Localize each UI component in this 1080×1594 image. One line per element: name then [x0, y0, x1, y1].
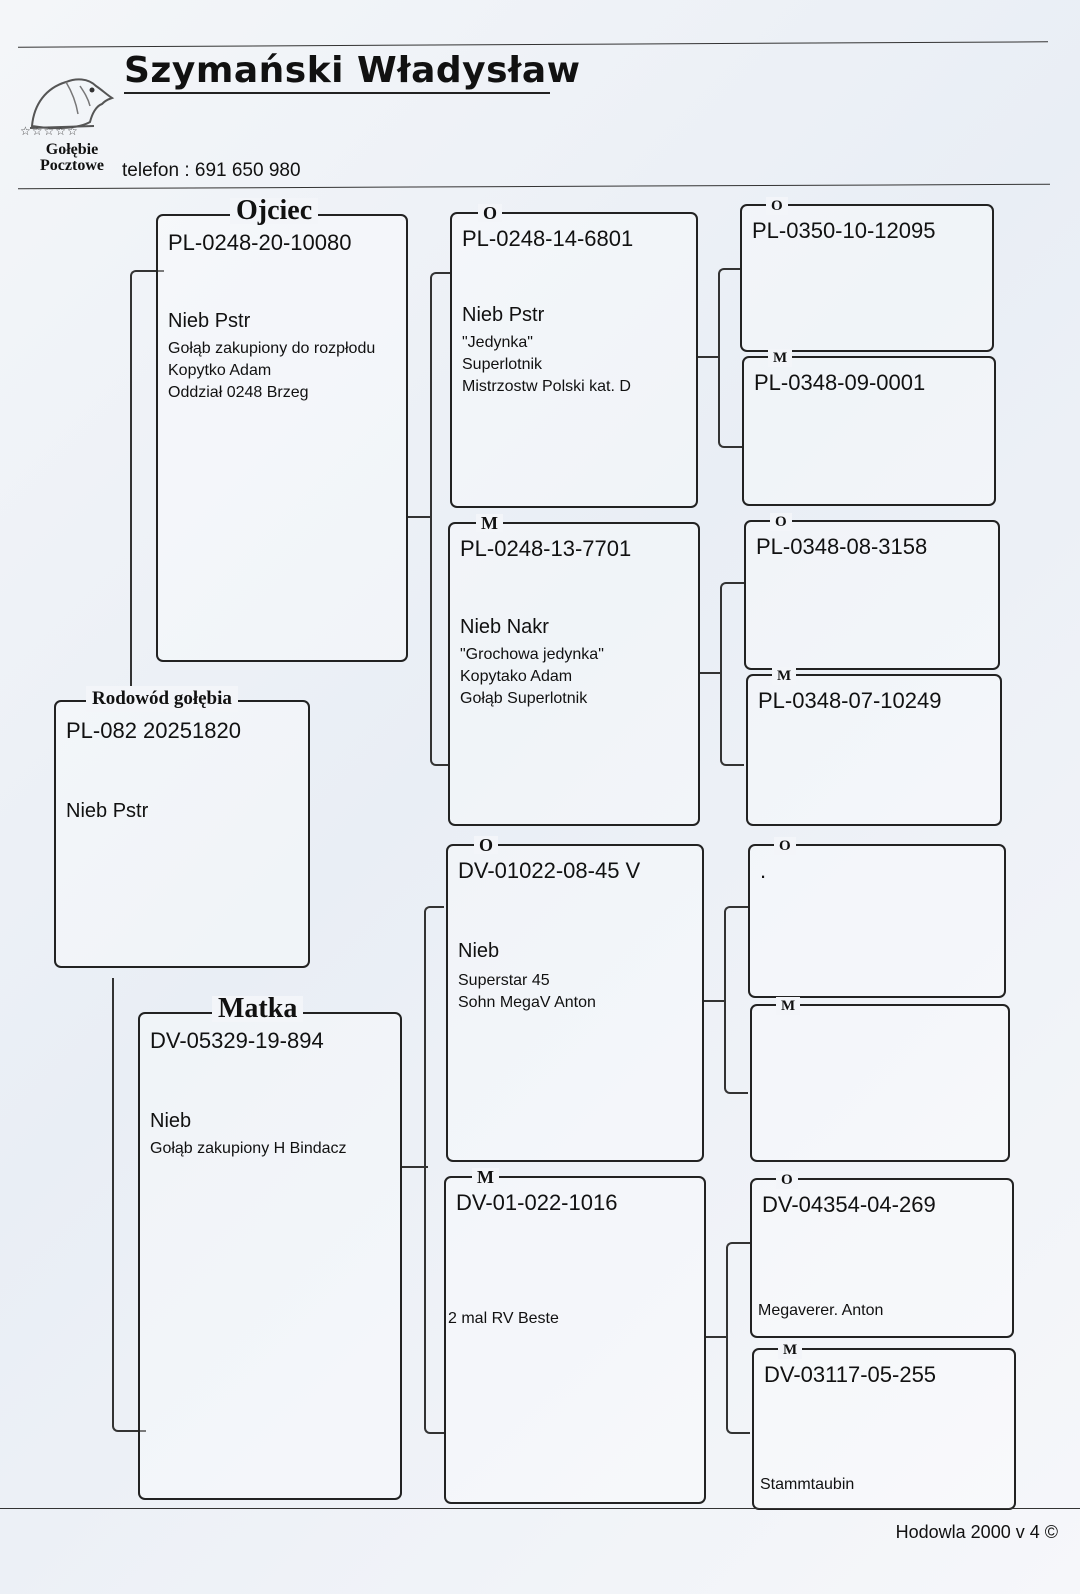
- mm-gen3-bracket: [726, 1242, 750, 1434]
- ff-gen3-bracket: [718, 268, 742, 448]
- fmm-card: M PL-0348-07-10249: [746, 667, 1002, 826]
- mother-note-1: Gołąb zakupiony H Bindacz: [150, 1140, 347, 1157]
- fm-ring: PL-0248-13-7701: [460, 536, 632, 561]
- ff-note-2: Superlotnik: [462, 356, 543, 373]
- fmm-ring: PL-0348-07-10249: [758, 688, 942, 713]
- fmf-tag: O: [770, 513, 792, 531]
- mmf-note: Megaverer. Anton: [758, 1302, 884, 1319]
- ff-note-3: Mistrzostw Polski kat. D: [462, 378, 631, 395]
- father-connector: [408, 516, 432, 518]
- mf-color: Nieb: [458, 940, 500, 962]
- mmf-ring: DV-04354-04-269: [762, 1192, 936, 1217]
- mff-tag: O: [774, 837, 796, 855]
- mm-ring: DV-01-022-1016: [456, 1190, 618, 1215]
- fmf-card: O PL-0348-08-3158: [744, 513, 1000, 670]
- fm-note-1: "Grochowa jedynka": [460, 646, 604, 663]
- header-rule: [18, 183, 1050, 190]
- mother-card: Matka DV-05329-19-894 Nieb Gołąb zakupio…: [138, 995, 402, 1500]
- subject-bracket-bottom: [112, 978, 146, 1432]
- software-credit: Hodowla 2000 v 4 ©: [895, 1522, 1058, 1542]
- father-ring: PL-0248-20-10080: [168, 230, 352, 255]
- ffm-card: M PL-0348-09-0001: [742, 349, 996, 506]
- father-title: Ojciec: [230, 197, 319, 225]
- father-gen2-bracket: [430, 272, 450, 766]
- mm-tag: M: [472, 1168, 499, 1186]
- father-note-2: Kopytko Adam: [168, 362, 272, 379]
- mm-note-1: 2 mal RV Beste: [448, 1310, 559, 1327]
- phone-number: telefon : 691 650 980: [122, 160, 301, 181]
- father-card: Ojciec PL-0248-20-10080 Nieb Pstr Gołąb …: [156, 197, 408, 662]
- fm-gen3-bracket: [720, 582, 744, 766]
- logo-stars-icon: ☆☆☆☆☆: [20, 124, 79, 138]
- mf-gen3-bracket: [724, 906, 748, 1094]
- fm-note-2: Kopytako Adam: [460, 668, 573, 685]
- logo-text: Gołębie Pocztowe: [40, 141, 104, 174]
- mf-note-1: Superstar 45: [458, 972, 550, 989]
- subject-ring: PL-082 20251820: [66, 718, 241, 743]
- ff-tag: O: [478, 204, 503, 222]
- pigeon-logo-icon: [29, 78, 115, 130]
- breeder-name: Szymański Władysław: [124, 50, 581, 91]
- father-note-3: Oddział 0248 Brzeg: [168, 384, 309, 401]
- mfm-tag: M: [776, 997, 801, 1015]
- fm-note-3: Gołąb Superlotnik: [460, 690, 588, 707]
- mm-connector: [706, 1336, 726, 1338]
- mf-connector: [704, 1000, 724, 1002]
- fff-ring: PL-0350-10-12095: [752, 218, 936, 243]
- fm-connector: [700, 672, 722, 674]
- mf-note-2: Sohn MegaV Anton: [458, 994, 596, 1011]
- subject-title: Rodowód gołębia: [86, 686, 238, 712]
- mother-color: Nieb: [150, 1110, 192, 1132]
- father-note-1: Gołąb zakupiony do rozpłodu: [168, 340, 376, 357]
- mmm-note: Stammtaubin: [760, 1476, 855, 1493]
- fmm-tag: M: [772, 667, 797, 685]
- mother-gen2-bracket: [424, 906, 444, 1434]
- top-rule: [18, 41, 1048, 48]
- mm-card: M DV-01-022-1016 2 mal RV Beste: [444, 1168, 706, 1504]
- mf-ring: DV-01022-08-45 V: [458, 858, 641, 883]
- mother-ring: DV-05329-19-894: [150, 1028, 324, 1053]
- fmf-ring: PL-0348-08-3158: [756, 534, 928, 559]
- breeder-name-underline: [124, 92, 550, 94]
- fm-color: Nieb Nakr: [460, 616, 549, 638]
- mf-tag: O: [474, 836, 499, 854]
- mmm-tag: M: [778, 1341, 803, 1359]
- mmm-card: M DV-03117-05-255 Stammtaubin: [752, 1341, 1016, 1510]
- mmm-ring: DV-03117-05-255: [764, 1362, 937, 1387]
- subject-color: Nieb Pstr: [66, 800, 149, 822]
- ff-ring: PL-0248-14-6801: [462, 226, 634, 251]
- mf-card: O DV-01022-08-45 V Nieb Superstar 45 Soh…: [446, 836, 704, 1162]
- mother-connector: [402, 1166, 428, 1168]
- mff-ring: .: [760, 858, 767, 883]
- ff-connector: [698, 356, 720, 358]
- fff-card: O PL-0350-10-12095: [740, 197, 994, 352]
- footer-rule: [0, 1508, 1080, 1509]
- mmf-card: O DV-04354-04-269 Megaverer. Anton: [750, 1171, 1014, 1338]
- mff-card: O .: [748, 837, 1006, 998]
- mfm-card: M: [750, 997, 1010, 1162]
- ff-note-1: "Jedynka": [462, 334, 533, 351]
- mmf-tag: O: [776, 1171, 798, 1189]
- subject-card: Rodowód gołębia PL-082 20251820 Nieb Pst…: [54, 686, 310, 968]
- ff-card: O PL-0248-14-6801 Nieb Pstr "Jedynka" Su…: [450, 204, 698, 508]
- mother-title: Matka: [212, 995, 304, 1023]
- father-color: Nieb Pstr: [168, 310, 251, 332]
- ffm-tag: M: [768, 349, 793, 367]
- fm-tag: M: [476, 514, 503, 532]
- fff-tag: O: [766, 197, 788, 215]
- subject-bracket-top: [130, 270, 164, 704]
- ff-color: Nieb Pstr: [462, 304, 545, 326]
- ffm-ring: PL-0348-09-0001: [754, 370, 926, 395]
- fm-card: M PL-0248-13-7701 Nieb Nakr "Grochowa je…: [448, 514, 700, 826]
